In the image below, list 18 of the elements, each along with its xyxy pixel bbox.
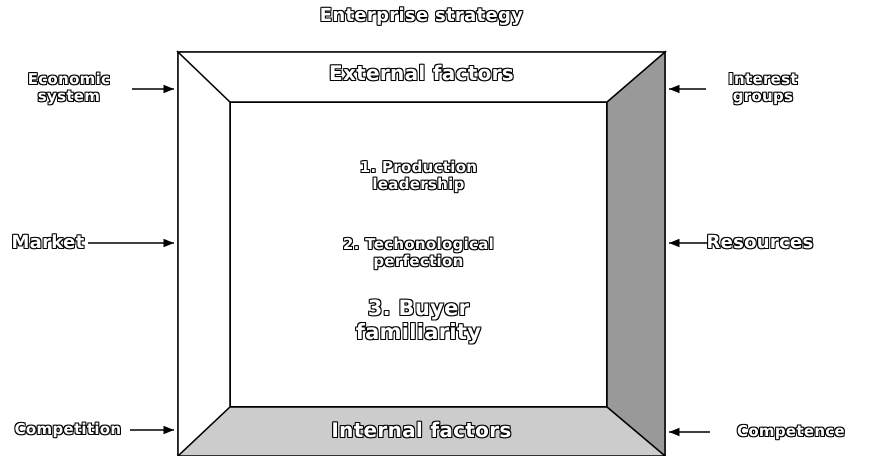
- arrow: [669, 238, 708, 248]
- factor-label: Competence: [737, 423, 845, 441]
- factor-label: Competition: [14, 421, 122, 439]
- band-title: Internal factors: [330, 419, 513, 442]
- factor-label: Resources: [706, 232, 814, 254]
- arrow: [669, 84, 706, 94]
- band-title: External factors: [328, 62, 516, 85]
- strategy-text: 2. Techonological perfection: [342, 236, 496, 270]
- arrow: [130, 426, 174, 434]
- arrow: [88, 238, 174, 248]
- strategy-text: 3. Buyer familiarity: [354, 296, 482, 344]
- arrow: [132, 84, 174, 94]
- factor-label: Economic system: [26, 70, 112, 106]
- frame-heading: Enterprise strategy: [318, 6, 524, 27]
- arrow: [669, 428, 710, 436]
- factor-label: Interest groups: [727, 70, 800, 106]
- factor-label: Market: [11, 232, 85, 254]
- strategy-text: 1. Production leadership: [358, 159, 478, 194]
